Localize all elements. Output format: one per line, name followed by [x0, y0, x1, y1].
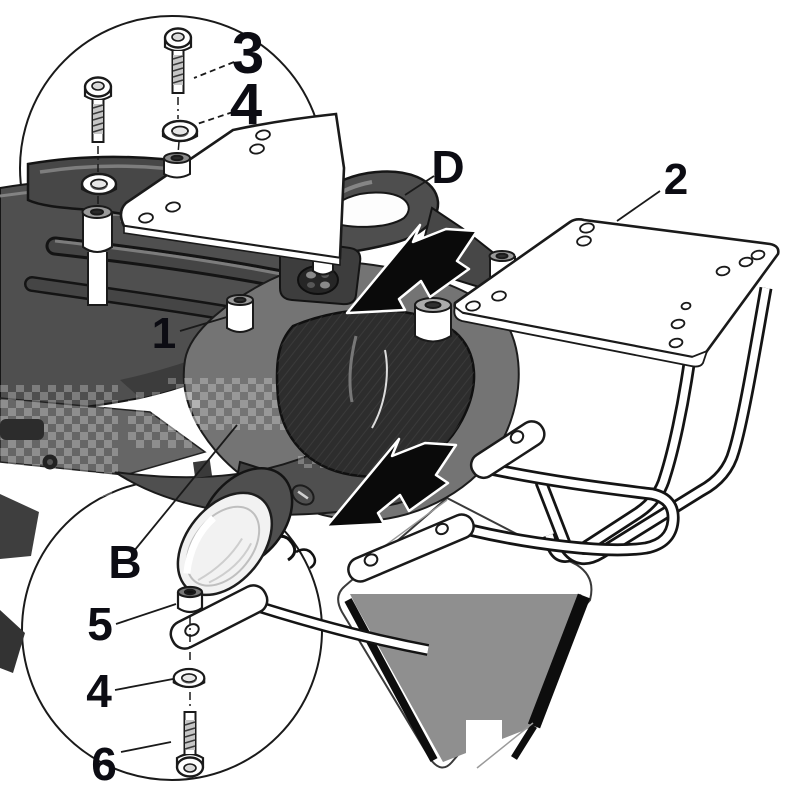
washer-part-4-bottom — [172, 667, 206, 689]
mounting-strap-lower — [347, 513, 475, 583]
frame-tubes — [468, 286, 773, 566]
leader-4-top — [196, 111, 234, 125]
fitting-plate-holes — [138, 129, 271, 224]
turn-signal — [176, 460, 294, 597]
callout-label-2: 2 — [664, 155, 688, 204]
fitting-plate — [119, 112, 346, 266]
callout-label-6: 6 — [91, 738, 117, 790]
stand-stub — [0, 610, 25, 673]
bottom-detail-view — [169, 584, 430, 778]
washer-left — [80, 172, 118, 196]
strap-magnified — [169, 584, 269, 650]
arrow-lower — [324, 437, 458, 529]
bushing-plate-corner — [414, 297, 452, 343]
callout-label-3: 3 — [232, 21, 264, 86]
threaded-boss — [163, 152, 191, 179]
callout-label-4-top: 4 — [230, 72, 262, 137]
spacer-part-5 — [176, 585, 204, 614]
leader-2 — [616, 190, 661, 222]
callout-labels: 3 4 1 D 2 B 5 4 6 — [86, 21, 688, 790]
callout-label-d: D — [431, 141, 464, 193]
centerlines-top — [97, 97, 180, 206]
leader-1 — [179, 316, 228, 332]
callout-label-b: B — [108, 536, 141, 588]
vent-slot — [0, 419, 44, 440]
plate-edge — [453, 305, 709, 368]
tail-light — [275, 308, 476, 478]
top-detail-view — [80, 27, 346, 306]
leader-lines — [114, 61, 661, 753]
rack-frame — [347, 218, 780, 583]
callout-label-5: 5 — [87, 598, 113, 650]
lower-body-stub — [0, 494, 39, 559]
rubber-bung — [291, 484, 315, 506]
arrow-upper — [345, 223, 479, 315]
spacer-under-plate — [81, 205, 113, 306]
top-mounting-plate — [453, 218, 780, 368]
callout-label-1: 1 — [152, 309, 176, 358]
washer-part-4-top — [161, 119, 199, 143]
mounting-strap-upper — [469, 420, 546, 480]
leader-d — [404, 175, 435, 196]
leader-5 — [115, 603, 177, 625]
assembly-arrows — [324, 223, 479, 529]
callout-label-4-bottom: 4 — [86, 665, 112, 717]
fender-notch — [466, 720, 502, 774]
plate-holes — [465, 222, 766, 349]
leader-4-bottom — [114, 678, 174, 691]
leader-6 — [120, 741, 172, 753]
sleeve-rail — [226, 294, 254, 333]
leader-b — [133, 424, 238, 552]
leader-3 — [193, 61, 235, 79]
